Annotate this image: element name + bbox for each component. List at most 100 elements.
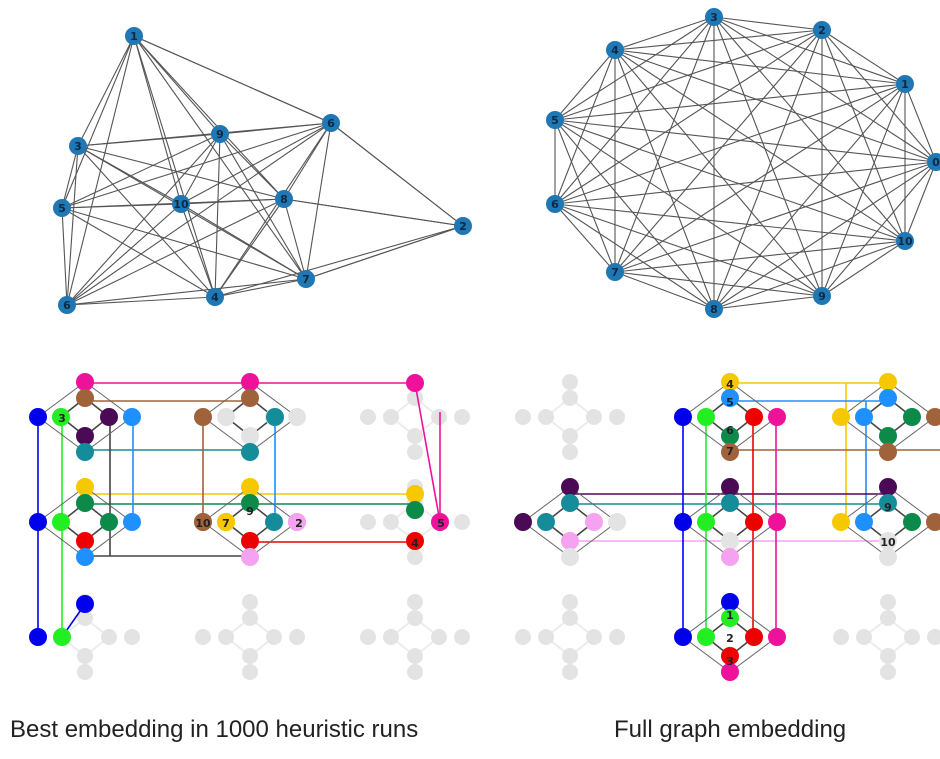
qubit-node (697, 628, 715, 646)
graph-edge (554, 49, 616, 121)
graph-node (125, 27, 143, 45)
qubit-node (266, 408, 284, 426)
graph-edge (614, 49, 906, 85)
grid-node (242, 664, 258, 680)
graph-edge (180, 203, 216, 298)
grid-node (77, 610, 93, 626)
graph-edge (554, 119, 616, 273)
graph-node-label: 7 (611, 266, 619, 279)
graph-edge (214, 225, 464, 298)
grid-node (562, 594, 578, 610)
graph-edge (554, 119, 715, 310)
graph-edge (904, 161, 937, 242)
qubit-node (879, 443, 897, 461)
graph-edge (821, 240, 906, 297)
graph-edge (133, 35, 182, 205)
grid-node (586, 629, 602, 645)
qubit-node (29, 513, 47, 531)
graph-edge (77, 145, 285, 200)
qubit-node (561, 494, 579, 512)
graph-edge (77, 35, 135, 147)
graph-edge (283, 198, 464, 227)
grid-node (124, 629, 140, 645)
graph-edge (219, 133, 307, 280)
graph-edge (614, 49, 906, 242)
qubit-node (52, 513, 70, 531)
graph-node-label: 6 (63, 299, 71, 312)
qubit-node (76, 373, 94, 391)
grid-node (383, 514, 399, 530)
graph-edge (66, 122, 332, 306)
qubit-node (53, 628, 71, 646)
graph-node-label: 6 (551, 198, 559, 211)
graph-node (53, 199, 71, 217)
graph-edge (614, 271, 823, 297)
graph-node (297, 270, 315, 288)
grid-node (383, 629, 399, 645)
qubit-node (194, 513, 212, 531)
graph-node-label: 4 (611, 44, 619, 57)
qubit-node (674, 628, 692, 646)
qubit-node (768, 513, 786, 531)
qubit-node (674, 408, 692, 426)
graph-node (705, 8, 723, 26)
graph-node-label: 10 (897, 235, 913, 248)
graph-edge (180, 203, 307, 280)
qubit-node (561, 548, 579, 566)
graph-edge (614, 83, 906, 273)
qubit-node (288, 408, 306, 426)
graph-node (322, 114, 340, 132)
qubit-node (855, 513, 873, 531)
qubit-node (100, 408, 118, 426)
graph-edge (133, 35, 332, 124)
graph-node (546, 195, 564, 213)
graph-edge (713, 16, 823, 31)
graph-edge (66, 296, 216, 306)
graph-edge (554, 119, 937, 163)
grid-node (904, 629, 920, 645)
qubit-node (241, 478, 259, 496)
grid-node (454, 629, 470, 645)
caption-full-embedding: Full graph embedding (614, 716, 847, 743)
grid-node (360, 409, 376, 425)
qubit-node (265, 513, 283, 531)
qubit-node (76, 443, 94, 461)
graph-edge (614, 271, 715, 310)
qubit-node (406, 532, 424, 550)
graph-edge (821, 83, 906, 297)
qubit-label: 10 (195, 517, 211, 530)
graph-node-label: 2 (459, 220, 467, 233)
qubit-node (721, 663, 739, 681)
qubit-node (879, 478, 897, 496)
graph-edge (219, 133, 285, 200)
qubit-node (76, 494, 94, 512)
graph-node (275, 190, 293, 208)
grid-node (880, 648, 896, 664)
graph-edge (713, 295, 823, 310)
qubit-node (561, 532, 579, 550)
graph-edge (133, 35, 216, 298)
grid-node (289, 629, 305, 645)
qubit-node (431, 513, 449, 531)
graph-node-label: 0 (932, 156, 940, 169)
qubit-node (537, 513, 555, 531)
graph-node (813, 287, 831, 305)
graph-edge (133, 35, 285, 200)
grid-node (833, 629, 849, 645)
qubit-node (926, 513, 940, 531)
qubit-node (288, 513, 306, 531)
graph-edge (214, 122, 332, 298)
qubit-node (241, 532, 259, 550)
graph-node (927, 153, 940, 171)
qubit-node (721, 647, 739, 665)
graph-edge (61, 207, 68, 306)
graph-edge (614, 161, 937, 273)
graph-edge (61, 203, 182, 209)
grid-node (77, 648, 93, 664)
grid-node (538, 629, 554, 645)
qubit-node (241, 443, 259, 461)
qubit-node (217, 513, 235, 531)
